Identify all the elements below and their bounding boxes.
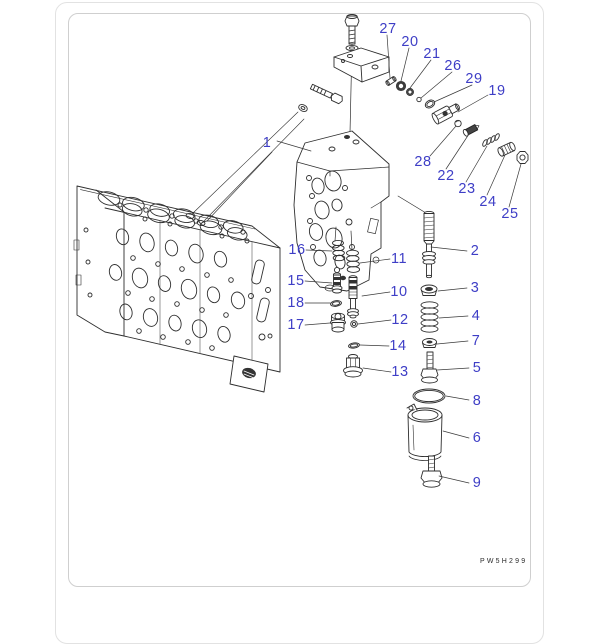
callout-27: 27	[379, 20, 397, 37]
callout-5: 5	[472, 359, 482, 376]
part-14-oring-drawing	[348, 342, 360, 349]
drawing-code: PW5H299	[480, 558, 528, 565]
callout-26: 26	[444, 57, 462, 74]
callout-13: 13	[391, 363, 409, 380]
part-2-spool-drawing	[422, 210, 436, 279]
callout-15: 15	[287, 272, 305, 289]
callout-23: 23	[458, 180, 476, 197]
part-12-ring-drawing	[350, 320, 358, 328]
part-21-ring-drawing	[406, 88, 414, 96]
callout-24: 24	[479, 193, 497, 210]
part-5-bolt-drawing	[420, 351, 439, 384]
callout-17: 17	[287, 316, 305, 333]
callout-22: 22	[437, 167, 455, 184]
part-9-bolt-drawing	[420, 455, 443, 488]
callout-16: 16	[288, 241, 306, 258]
part-29-oring-drawing	[424, 99, 436, 109]
callout-14: 14	[389, 337, 407, 354]
callout-9: 9	[472, 474, 482, 491]
cover-bolt-drawing	[344, 14, 360, 45]
part-27-pin-drawing	[385, 76, 397, 86]
part-19-valve-drawing	[431, 103, 460, 125]
part-28-ball-drawing	[454, 119, 462, 128]
part-10-spool-drawing	[347, 275, 359, 319]
part-3-seat-drawing	[420, 284, 438, 296]
callout-6: 6	[472, 429, 482, 446]
callout-4: 4	[471, 307, 481, 324]
part-6-case-drawing	[406, 403, 443, 461]
callout-2: 2	[470, 242, 480, 259]
callout-19: 19	[488, 82, 506, 99]
part-18-oring-drawing	[330, 300, 342, 307]
main-valve-block-drawing	[73, 185, 281, 393]
callout-28: 28	[414, 153, 432, 170]
leader-lines	[206, 34, 522, 484]
part-23-spring-drawing	[482, 133, 500, 147]
parts-diagram-page: { "image": { "watermark": "PW5H299", "co…	[55, 2, 544, 644]
callout-20: 20	[401, 33, 419, 50]
callout-7: 7	[471, 332, 481, 349]
callout-25: 25	[501, 205, 519, 222]
callout-1: 1	[262, 134, 272, 151]
mounting-bolt-drawing	[298, 83, 343, 112]
part-22-screw-drawing	[462, 124, 480, 137]
part-25-nut-drawing	[516, 151, 529, 164]
part-4-spring-drawing	[420, 301, 439, 333]
part-13-plug-drawing	[343, 354, 363, 378]
part-16-spring-drawing	[332, 239, 346, 262]
callout-18: 18	[287, 294, 305, 311]
callout-29: 29	[465, 70, 483, 87]
callout-10: 10	[390, 283, 408, 300]
valve-body-drawing	[191, 14, 427, 292]
exploded-view-drawing	[73, 14, 529, 488]
callout-12: 12	[391, 311, 409, 328]
callout-11: 11	[390, 250, 408, 267]
callout-21: 21	[423, 45, 441, 62]
part-17-plug-drawing	[330, 312, 346, 333]
part-7-nut-drawing	[422, 338, 437, 348]
callout-8: 8	[472, 392, 482, 409]
part-8-oring-drawing	[412, 388, 446, 404]
part-11-spring-drawing	[346, 249, 361, 273]
part-24-bushing-drawing	[497, 141, 516, 157]
callout-3: 3	[470, 279, 480, 296]
cover-plate-drawing	[333, 47, 390, 83]
part-26-ball-drawing	[416, 96, 422, 103]
part-20-bushing-drawing	[395, 80, 407, 92]
part-15-valve-drawing	[331, 266, 343, 294]
